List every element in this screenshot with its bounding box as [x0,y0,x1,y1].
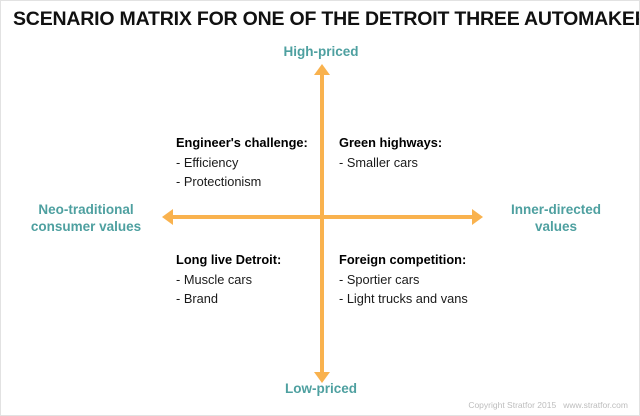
axis-label-right-line1: Inner-directed [510,202,602,217]
quadrant-item: - Sportier cars [339,272,420,287]
horizontal-axis-line [169,215,473,219]
quadrant-top-left: Engineer's challenge: - Efficiency - Pro… [176,133,326,191]
page-title: SCENARIO MATRIX FOR ONE OF THE DETROIT T… [13,8,640,30]
quadrant-item: - Protectionism [176,174,262,189]
quadrant-item: - Light trucks and vans [339,291,468,306]
axis-label-left-line1: Neo-traditional [38,202,134,217]
copyright-footer: Copyright Stratfor 2015 www.stratfor.com [468,400,628,410]
axis-label-right-line2: values [534,219,578,234]
quadrant-title: Foreign competition: [339,252,467,267]
quadrant-title: Engineer's challenge: [176,135,308,150]
vertical-axis-line [320,71,324,375]
axis-label-bottom: Low-priced [284,381,357,396]
quadrant-item: - Efficiency [176,155,239,170]
quadrant-item: - Muscle cars [176,272,253,287]
quadrant-bottom-left: Long live Detroit: - Muscle cars - Brand [176,250,326,308]
arrow-down-icon [314,372,330,383]
axis-label-left-line2: consumer values [30,219,142,234]
quadrant-title: Green highways: [339,135,443,150]
arrow-right-icon [472,209,483,225]
arrow-up-icon [314,64,330,75]
quadrant-title: Long live Detroit: [176,252,282,267]
quadrant-bottom-right: Foreign competition: - Sportier cars - L… [339,250,519,308]
quadrant-item: - Smaller cars [339,155,418,170]
quadrant-item: - Brand [176,291,218,306]
axis-label-top: High-priced [283,44,359,59]
axis-label-right: Inner-directed values [485,201,627,235]
arrow-left-icon [162,209,173,225]
axis-label-left: Neo-traditional consumer values [15,201,157,235]
quadrant-top-right: Green highways: - Smaller cars [339,133,509,172]
